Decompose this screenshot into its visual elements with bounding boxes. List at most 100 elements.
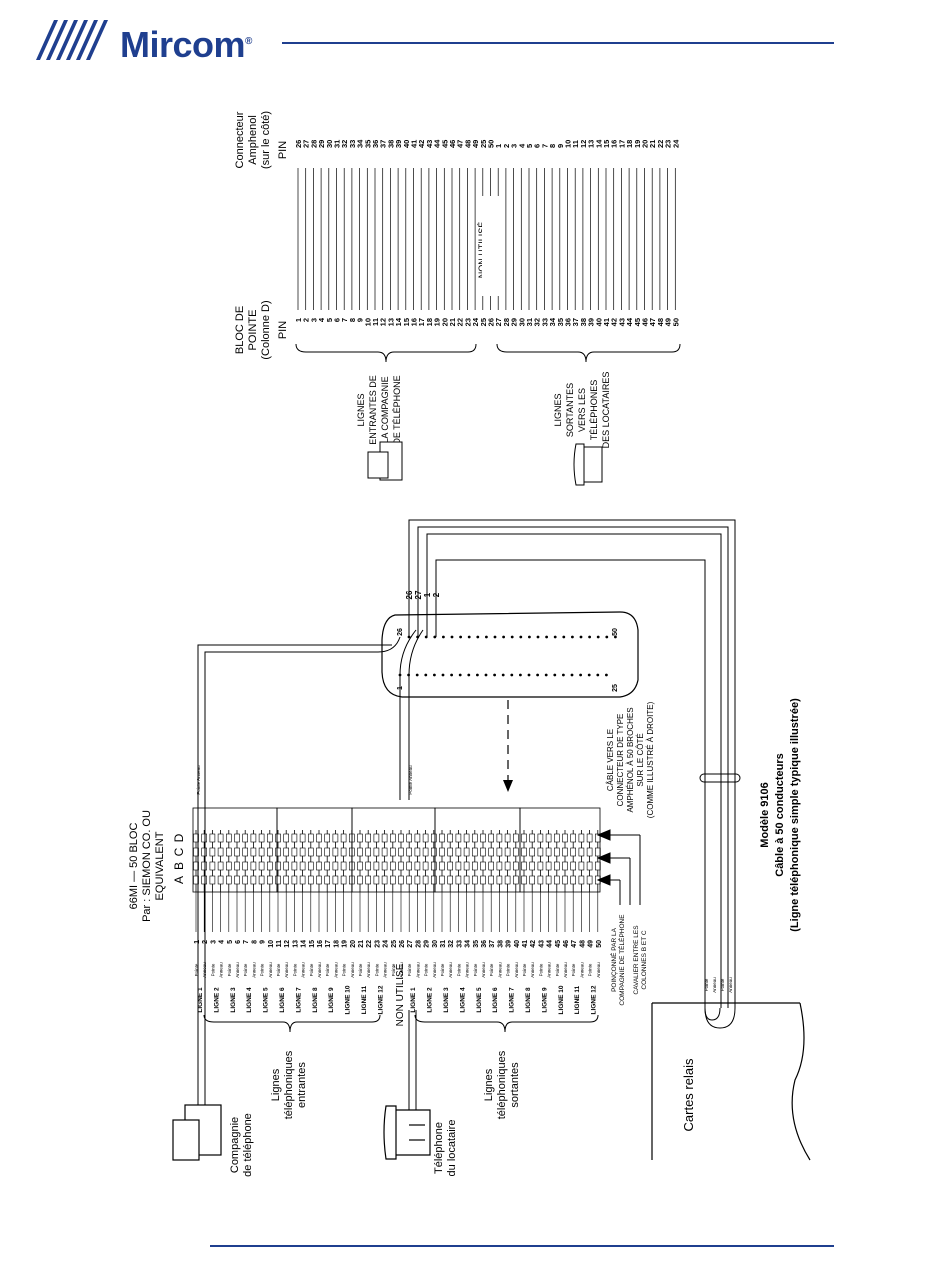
connector-corner-label: 26 <box>397 628 404 636</box>
wire-company-2 <box>197 644 392 1105</box>
bloc-pin-number: 40 <box>594 318 603 326</box>
wire-label: Pointe <box>342 963 347 976</box>
bloc-pin-number: 43 <box>617 318 626 326</box>
block-pin-15: 15 <box>309 940 316 948</box>
outgoing-line-label: LIGNE 11 <box>574 985 581 1014</box>
bloc-title: POINTE <box>247 310 259 351</box>
pin-mapping-lines <box>295 168 681 486</box>
incoming-line-label: LIGNE 1 <box>197 987 204 1013</box>
tenant-phone-label: du locataire <box>446 1120 458 1177</box>
connector-corner-label: 1 <box>397 686 404 690</box>
footer-rule <box>210 1245 834 1247</box>
brand-name: Mircom® <box>120 24 252 65</box>
block-pin-5: 5 <box>227 940 234 944</box>
bloc-pin-number: 2 <box>302 318 311 322</box>
wire-label: Anneau <box>268 962 273 978</box>
amphenol-pin-number: 22 <box>656 140 665 148</box>
bloc-pin-number: 5 <box>325 318 334 322</box>
wire-tenant <box>408 1010 417 1110</box>
amphenol-pin-number: 5 <box>525 144 534 148</box>
bloc-title: BLOC DE <box>234 306 246 354</box>
block-pin-30: 30 <box>432 940 439 948</box>
jumper-note: COLONNES B ET C <box>641 930 648 989</box>
incoming-right-label: DE TÉLÉPHONE <box>392 375 402 444</box>
block-pin-38: 38 <box>497 940 504 948</box>
amphenol-connector <box>381 611 639 698</box>
connector-corner-label: 25 <box>612 684 619 692</box>
connector-pin-label: 27 <box>414 590 423 599</box>
jumper-note: CAVALIER ENTRE LES <box>633 925 640 995</box>
wire-label: Pointe <box>292 963 297 976</box>
connector-title: (sur le côté) <box>260 111 272 169</box>
block-pin-16: 16 <box>317 940 324 948</box>
incoming-line-label: LIGNE 7 <box>295 987 302 1013</box>
block-pin-7: 7 <box>243 940 250 944</box>
cable-1 <box>426 533 722 1008</box>
wire-label: Anneau <box>415 962 420 978</box>
incoming-line-label: LIGNE 4 <box>246 987 253 1013</box>
amphenol-pin-number: 47 <box>456 140 465 148</box>
cable-27 <box>417 526 729 1008</box>
amphenol-pin-number: 11 <box>571 140 580 148</box>
amphenol-pin-number: 40 <box>402 140 411 148</box>
block-pin-35: 35 <box>473 940 480 948</box>
outgoing-line-label: LIGNE 6 <box>492 987 499 1013</box>
wire-label: Anneau <box>202 962 207 978</box>
incoming-label: entrantes <box>296 1062 308 1108</box>
mircom-logo-icon <box>36 20 108 60</box>
wire-label: Anneau <box>284 962 289 978</box>
wire-label: Anneau <box>497 962 502 978</box>
bloc-pin-number: 37 <box>571 318 580 326</box>
block-pin-33: 33 <box>456 940 463 948</box>
amphenol-pin-number: 18 <box>625 140 634 148</box>
relay-label: Cartes relais <box>681 1058 696 1131</box>
incoming-line-label: LIGNE 10 <box>345 985 352 1014</box>
outgoing-label: sortantes <box>509 1062 521 1108</box>
block-pin-31: 31 <box>440 940 447 948</box>
column-label-b: B <box>172 862 186 870</box>
incoming-line-label: LIGNE 2 <box>213 987 220 1013</box>
amphenol-pin-header: PIN <box>277 141 289 159</box>
column-label-a: A <box>172 876 186 884</box>
wire-label: Anneau <box>251 962 256 978</box>
amphenol-pin-number: 8 <box>548 144 557 148</box>
wire-label: Anneau <box>301 962 306 978</box>
wire-label: Pointe <box>489 963 494 976</box>
outgoing-line-label: LIGNE 1 <box>410 987 417 1013</box>
block-pin-45: 45 <box>555 940 562 948</box>
bloc-pin-number: 28 <box>502 318 511 326</box>
amphenol-pin-number: 23 <box>664 140 673 148</box>
bloc-pin-number: 4 <box>317 317 326 322</box>
amphenol-pin-number: 39 <box>394 140 403 148</box>
connector-pin-label: 1 <box>423 592 432 597</box>
phone-company-label: de téléphone <box>242 1113 254 1177</box>
outgoing-label: Lignes <box>483 1068 495 1101</box>
block-pin-12: 12 <box>284 940 291 948</box>
block-pin-11: 11 <box>276 940 283 948</box>
bloc-pin-number: 34 <box>548 317 557 326</box>
cable-note: SUR LE CÔTÉ <box>636 733 645 786</box>
block-pin-9: 9 <box>260 940 267 944</box>
block-pin-8: 8 <box>251 940 258 944</box>
connector-pin-label: 2 <box>432 592 441 597</box>
amphenol-pin-number: 7 <box>540 144 549 148</box>
amphenol-pin-number: 25 <box>479 140 488 148</box>
block-pin-3: 3 <box>210 940 217 944</box>
cable-note: CONNECTEUR DE TYPE <box>616 714 625 807</box>
amphenol-pin-number: 35 <box>363 140 372 148</box>
incoming-line-label: LIGNE 8 <box>312 987 319 1013</box>
punch-block <box>192 807 601 1033</box>
incoming-line-label: LIGNE 12 <box>377 985 384 1014</box>
incoming-line-label: LIGNE 11 <box>361 985 368 1014</box>
outgoing-right-label: TÉLÉPHONES <box>589 380 599 441</box>
amphenol-pin-number: 20 <box>641 140 650 148</box>
bloc-pin-number: 39 <box>587 318 596 326</box>
punch-note: POINÇONNÉ PAR LA <box>609 927 618 991</box>
wire-label: Pointe <box>210 963 215 976</box>
bloc-pin-number: 8 <box>348 318 357 322</box>
bloc-pin-number: 38 <box>579 318 588 326</box>
wire-label: Pointe Anneau <box>196 765 201 795</box>
amphenol-pin-number: 26 <box>294 140 303 148</box>
bloc-pin-number: 47 <box>648 318 657 326</box>
